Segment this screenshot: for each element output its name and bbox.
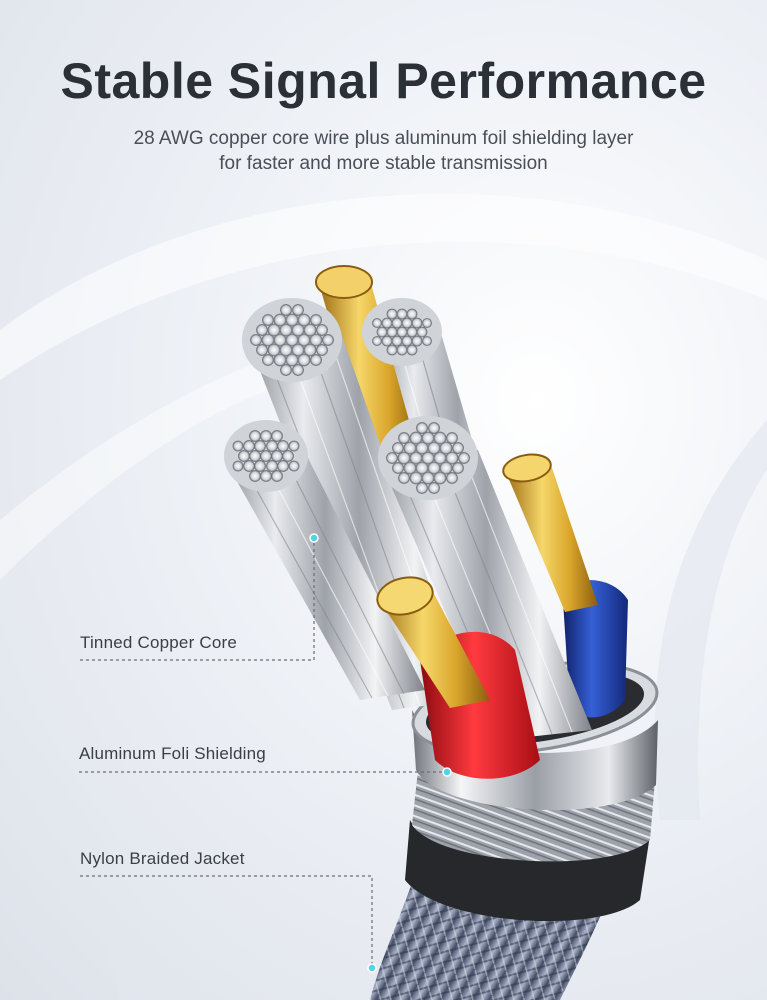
strand-end-lower-left bbox=[224, 420, 308, 492]
strand-end-upper-left bbox=[242, 298, 342, 382]
callout-label-aluminum-foil-shielding: Aluminum Foli Shielding bbox=[79, 744, 266, 763]
page-title: Stable Signal Performance bbox=[60, 53, 707, 109]
subtitle-line-1: 28 AWG copper core wire plus aluminum fo… bbox=[133, 128, 634, 149]
strand-end-upper-right bbox=[362, 298, 442, 366]
callout-line-nylon-braid bbox=[80, 875, 373, 966]
callout-dot-tinned-copper bbox=[309, 533, 319, 543]
callout-label-tinned-copper-core: Tinned Copper Core bbox=[80, 633, 237, 652]
callout-label-nylon-braided-jacket: Nylon Braided Jacket bbox=[80, 849, 245, 868]
callout-dot-nylon-braid bbox=[367, 963, 377, 973]
subtitle-line-2: for faster and more stable transmission bbox=[219, 153, 548, 174]
callout-dot-aluminum-foil bbox=[442, 767, 452, 777]
callout-line-tinned-copper bbox=[80, 540, 315, 661]
strand-end-center bbox=[378, 416, 478, 500]
